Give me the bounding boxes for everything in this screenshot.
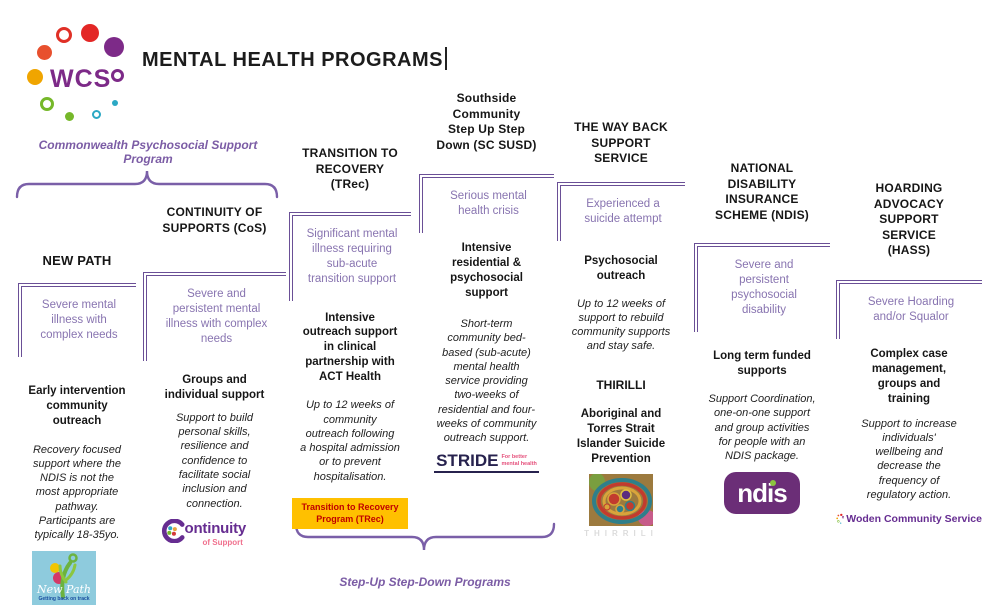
service-type: Intensive outreach support in clinical p… <box>302 311 398 384</box>
thirilli-artwork <box>589 474 653 527</box>
wcs-logo-dot <box>81 24 99 42</box>
wcs-logo-text: WCS <box>50 65 112 93</box>
program-title: NEW PATH <box>42 253 112 268</box>
service-type: Early intervention community outreach <box>28 384 126 427</box>
wcs-logo-dot <box>111 69 124 82</box>
continuity-circle-icon <box>161 518 185 543</box>
program-title: NATIONAL DISABILITY INSURANCE SCHEME (ND… <box>715 161 809 222</box>
program-description: Up to 12 weeks of support to rebuild com… <box>571 297 671 353</box>
program-title: TRANSITION TO RECOVERY (TRec) <box>302 146 398 192</box>
program-column-trec: TRANSITION TO RECOVERY (TRec) Significan… <box>289 146 411 530</box>
page-title-text: MENTAL HEALTH PROGRAMS <box>142 49 443 71</box>
wcs-logo: WCS <box>12 8 142 133</box>
step-up-step-down-label: Step-Up Step-Down Programs <box>339 575 511 589</box>
service-type: Long term funded supports <box>713 350 811 378</box>
program-column-ndis: NATIONAL DISABILITY INSURANCE SCHEME (ND… <box>694 161 830 515</box>
stride-logo-name: STRIDE <box>436 450 499 470</box>
program-title: HOARDING ADVOCACY SUPPORT SERVICE (HASS) <box>873 181 945 258</box>
program-column-sc-susd: Southside Community Step Up Step Down (S… <box>419 91 554 473</box>
continuity-of-support-logo: ontinuity of Support <box>161 517 269 555</box>
woden-community-service-logo: Woden Community Service <box>836 510 982 528</box>
wcs-logo-dot <box>40 97 54 111</box>
program-description: Short-term community bed- based (sub-acu… <box>436 318 537 445</box>
eligibility-criteria: Experienced a suicide attempt <box>557 181 685 241</box>
ndis-i-dot-icon <box>770 480 776 487</box>
woden-dots-icon <box>836 514 845 525</box>
service-type: Groups and individual support <box>164 373 265 401</box>
eligibility-criteria: Severe Hoarding and/or Squalor <box>836 279 982 339</box>
program-title: Southside Community Step Up Step Down (S… <box>436 91 537 152</box>
continuity-logo-name: ontinuity <box>184 519 247 537</box>
commonwealth-program-label: Commonwealth Psychosocial Support Progra… <box>38 138 258 166</box>
eligibility-criteria: Significant mental illness requiring sub… <box>289 211 411 301</box>
stride-logo: STRIDE For better mental health <box>434 452 539 473</box>
wcs-logo-dot <box>65 112 74 121</box>
program-description: Support Coordination, one-on-one support… <box>708 393 816 463</box>
ndis-logo-text: ndis <box>737 478 787 509</box>
top-group-brace-icon <box>15 170 279 199</box>
program-description: Support to build personal skills, resili… <box>175 411 254 510</box>
wcs-logo-dot <box>92 110 101 119</box>
program-description: Recovery focused support where the NDIS … <box>32 443 122 542</box>
text-cursor <box>445 47 447 70</box>
wcs-logo-dot <box>112 100 118 106</box>
continuity-logo-sub: of Support <box>202 537 243 547</box>
service-type: Complex case management, groups and trai… <box>870 347 948 405</box>
ndis-logo: ndis <box>724 472 800 515</box>
wcs-logo-dot <box>27 69 43 85</box>
eligibility-criteria: Severe mental illness with complex needs <box>18 282 136 357</box>
wcs-logo-dot <box>104 37 124 57</box>
program-description: Support to increase individuals' wellbei… <box>861 417 957 502</box>
new-path-logo-tagline: Getting back on track <box>38 595 90 602</box>
program-title: THE WAY BACK SUPPORT SERVICE <box>574 120 668 166</box>
bottom-group-brace-icon <box>294 522 556 551</box>
stride-logo-tagline: For better mental health <box>501 453 537 467</box>
service-type: Psychosocial outreach <box>584 254 658 282</box>
eligibility-criteria: Severe and persistent mental illness wit… <box>143 272 286 361</box>
page-title: MENTAL HEALTH PROGRAMS <box>142 47 447 72</box>
new-path-figure-icon <box>50 552 78 599</box>
program-title: CONTINUITY OF SUPPORTS (CoS) <box>162 205 267 235</box>
eligibility-criteria: Serious mental health crisis <box>419 174 554 234</box>
thirilli-title: THIRILLI <box>596 377 646 392</box>
wcs-logo-dot <box>56 27 72 43</box>
eligibility-criteria: Severe and persistent psychosocial disab… <box>694 243 830 333</box>
woden-logo-text: Woden Community Service <box>846 513 982 526</box>
new-path-logo: New Path Getting back on track <box>32 550 96 605</box>
program-column-way-back: THE WAY BACK SUPPORT SERVICE Experienced… <box>557 120 685 538</box>
service-type: Intensive residential & psychosocial sup… <box>450 242 523 300</box>
thirilli-service: Aboriginal and Torres Strait Islander Su… <box>576 407 666 465</box>
program-column-new-path: NEW PATH Severe mental illness with comp… <box>18 253 136 605</box>
new-path-logo-name: New Path <box>36 582 92 596</box>
trec-program-badge: Transition to Recovery Program (TRec) <box>292 498 408 530</box>
wcs-logo-dot <box>37 45 52 60</box>
program-description: Up to 12 weeks of community outreach fol… <box>300 399 400 483</box>
thirilli-caption: THIRRILI <box>584 529 658 539</box>
program-column-cos: CONTINUITY OF SUPPORTS (CoS) Severe and … <box>143 205 286 555</box>
program-column-hass: HOARDING ADVOCACY SUPPORT SERVICE (HASS)… <box>836 181 982 528</box>
